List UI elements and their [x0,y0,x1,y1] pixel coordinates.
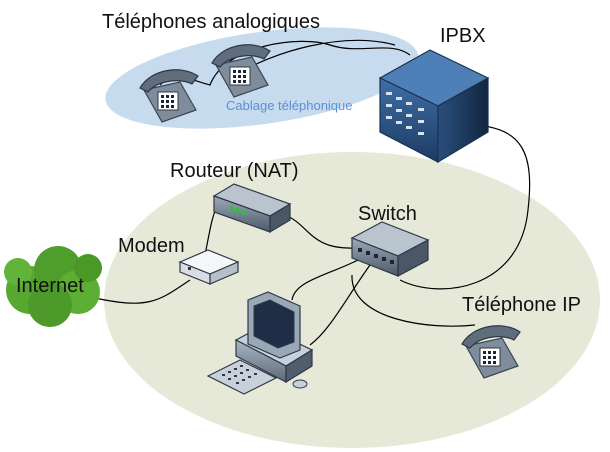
analog-phone-2 [211,44,271,98]
pc [206,291,314,395]
ipbx-server [378,49,490,164]
label-switch: Switch [358,203,417,225]
cable-switch-ipphone [351,274,476,327]
cable-internet-modem [94,279,191,304]
modem [178,249,240,285]
label-ip-phone: Téléphone IP [462,294,581,316]
cable-switch-pc [291,257,363,301]
internet-cloud [4,246,102,327]
cable-switch-pc-2 [309,264,371,346]
label-phone-wiring: Cablage téléphonique [226,98,353,113]
label-internet: Internet [16,275,84,297]
analog-phone-1 [139,69,199,123]
label-analog-phones: Téléphones analogiques [102,11,320,33]
cable-router-switch [284,214,356,249]
ip-phone [461,325,521,379]
cable-switch-ipbx [399,124,531,290]
label-ipbx: IPBX [440,25,486,47]
switch [350,221,430,277]
label-router: Routeur (NAT) [170,160,299,182]
router [212,183,292,234]
label-modem: Modem [118,235,185,257]
